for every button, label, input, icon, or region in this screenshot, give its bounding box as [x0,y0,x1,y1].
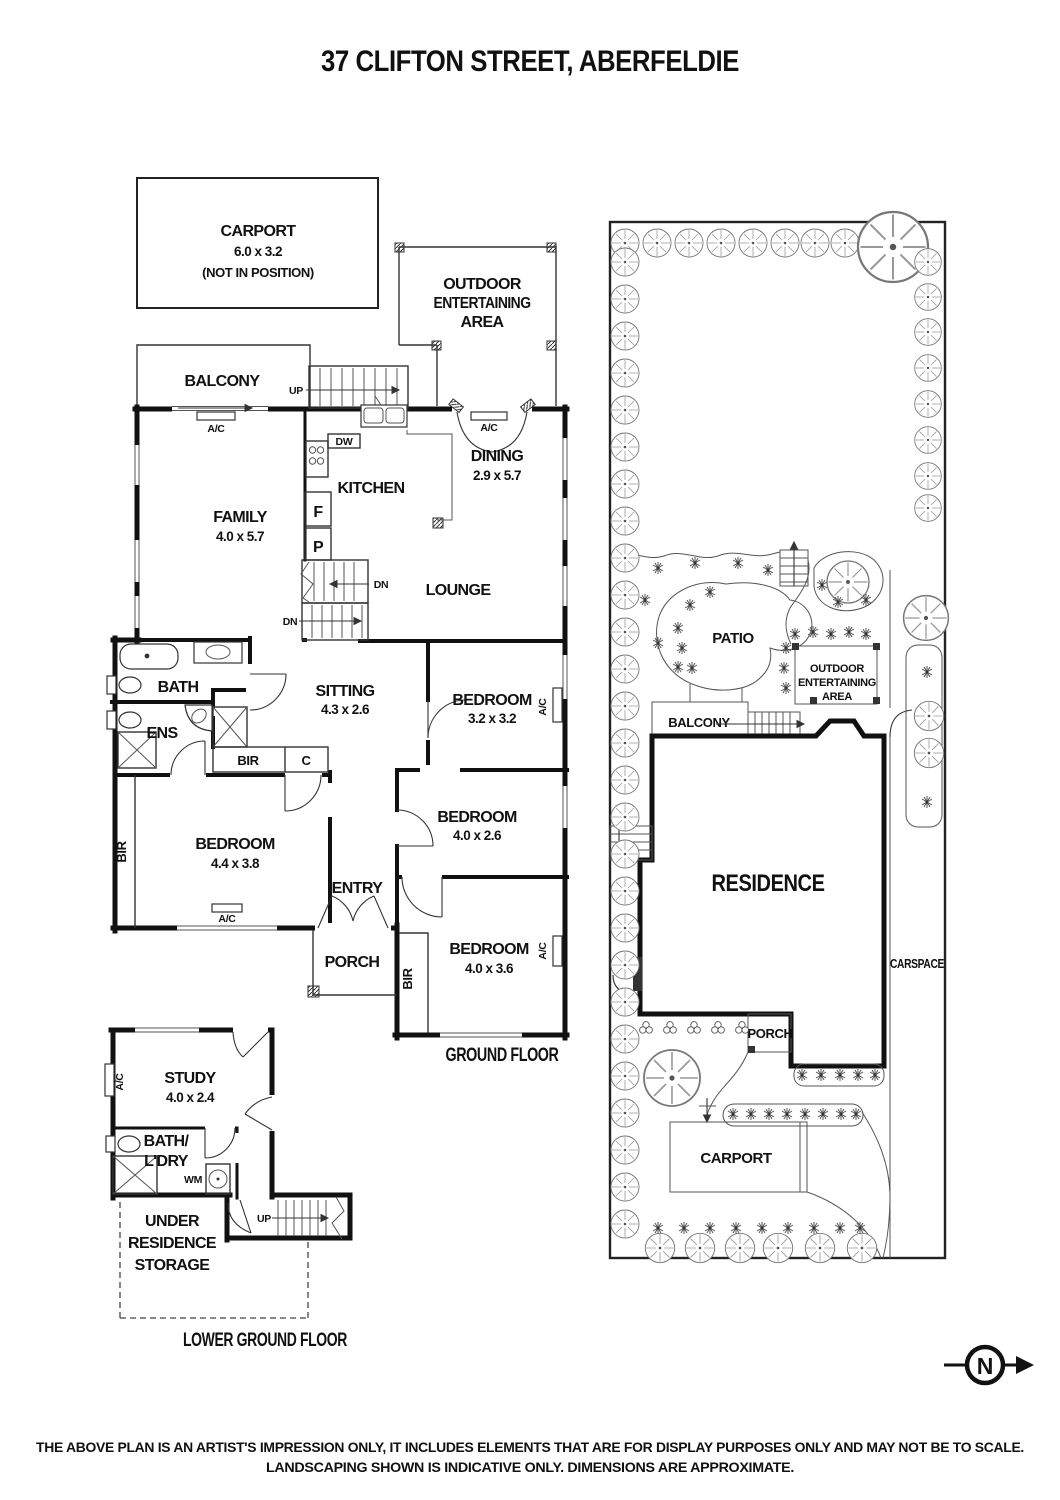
ground-floor-label: GROUND FLOOR [446,1045,560,1066]
storage-label-2: RESIDENCE [128,1235,217,1252]
carport-label: CARPORT [221,223,297,240]
compass-n-label: N [977,1353,994,1379]
wm-label: WM [184,1174,203,1186]
storage-label-1: UNDER [145,1213,200,1230]
ac-label-study: A/C [114,1073,126,1091]
dn-label-2: DN [283,616,298,628]
patio-label: PATIO [712,630,754,647]
ground-floor-plan: CARPORT 6.0 x 3.2 (NOT IN POSITION) OUTD… [106,177,570,1066]
balcony: BALCONY [136,344,311,408]
site-carport: CARPORT [669,1121,808,1193]
family-label: FAMILY [213,509,268,526]
bedroom4-label: BEDROOM [449,941,529,958]
site-porch-label: PORCH [748,1026,793,1041]
closet-label: C [302,753,312,768]
bedroom4-dims: 4.0 x 3.6 [465,961,514,976]
garden-lines [611,551,891,1259]
disclaimer-line-2: LANDSCAPING SHOWN IS INDICATIVE ONLY. DI… [266,1459,794,1475]
oea-label-1: OUTDOOR [443,276,522,293]
kitchen-fixtures: DW F P [303,395,453,562]
disclaimer: THE ABOVE PLAN IS AN ARTIST'S IMPRESSION… [36,1439,1024,1475]
porch-label: PORCH [325,954,380,971]
lower-ground-floor-plan: A/C WM UP STUDY 4.0 x 2.4 BATH/ L'DRY UN… [104,1025,353,1351]
bir-label-1: BIR [237,753,259,768]
windows [132,398,570,1040]
outdoor-entertaining-area: OUTDOOR ENTERTAINING AREA [394,242,557,406]
dw-label: DW [336,436,353,448]
carport-note: (NOT IN POSITION) [202,265,314,280]
bedroom2-label: BEDROOM [437,809,517,826]
bath-laundry-label-2: L'DRY [144,1153,189,1170]
up-label: UP [289,385,303,397]
stairs-up: UP [289,365,409,409]
site-balcony: BALCONY [651,701,806,737]
sitting-dims: 4.3 x 2.6 [321,702,370,717]
site-oea-label-3: AREA [822,691,852,703]
bir-label-2: BIR [114,840,129,862]
study-dims: 4.0 x 2.4 [166,1090,215,1105]
family-dims: 4.0 x 5.7 [216,529,264,544]
carport-box: CARPORT 6.0 x 3.2 (NOT IN POSITION) [136,177,379,309]
bedroom1-label: BEDROOM [452,692,532,709]
porch-outline [307,930,429,1033]
bath-laundry-label-1: BATH/ [144,1133,190,1150]
carport-dims: 6.0 x 3.2 [234,244,282,259]
site-carspace: CARSPACE [889,570,945,1258]
pantry-label: P [313,539,324,556]
site-outdoor-entertaining: OUTDOOR ENTERTAINING AREA [792,643,880,705]
oea-label-3: AREA [461,314,505,331]
compass: N [944,1344,1034,1386]
bir-label-3: BIR [400,967,415,989]
ac-label-bedroom1: A/C [537,698,549,716]
site-plan: OUTDOOR ENTERTAINING AREA BALCONY RESIDE… [608,210,950,1264]
bedroom3-label: BEDROOM [195,836,275,853]
site-stairs-top [779,540,809,587]
site-balcony-label: BALCONY [668,715,730,730]
stairs-down: DN DN [283,559,389,641]
study-label: STUDY [164,1070,216,1087]
bedroom2-dims: 4.0 x 2.6 [453,828,502,843]
lower-ground-floor-label: LOWER GROUND FLOOR [183,1330,348,1351]
kitchen-label: KITCHEN [338,480,405,497]
storage-label-3: STORAGE [135,1257,211,1274]
up-label-2: UP [257,1213,271,1225]
ac-label-bedroom3: A/C [218,913,236,925]
dn-label-1: DN [374,579,389,591]
compass-circle [964,1344,1006,1386]
site-oea-label-1: OUTDOOR [810,663,864,675]
fridge-label: F [313,504,323,521]
doors [170,673,467,929]
lounge-label: LOUNGE [426,582,492,599]
dining-dims: 2.9 x 5.7 [473,468,521,483]
hedges [722,1063,885,1127]
site-carport-label: CARPORT [700,1150,772,1167]
site-oea-label-2: ENTERTAINING [798,677,876,689]
ac-label-dining: A/C [480,422,498,434]
ac-label-balcony: A/C [207,423,225,435]
page-title: 37 CLIFTON STREET, ABERFELDIE [321,45,739,78]
residence-label: RESIDENCE [712,870,825,897]
balcony-label: BALCONY [185,373,261,390]
oea-label-2: ENTERTAINING [434,295,531,312]
bedroom1-dims: 3.2 x 3.2 [468,711,516,726]
bath-label: BATH [158,679,199,696]
sitting-label: SITTING [316,683,375,700]
ens-label: ENS [146,725,178,742]
bedroom3-dims: 4.4 x 3.8 [211,856,260,871]
ac-units [196,411,563,967]
disclaimer-line-1: THE ABOVE PLAN IS AN ARTIST'S IMPRESSION… [36,1439,1024,1455]
carspace-label: CARSPACE [890,956,945,971]
site-residence: RESIDENCE PORCH [609,718,887,1069]
bathroom-fixtures [106,641,329,928]
dining-label: DINING [471,448,524,465]
entry-label: ENTRY [332,880,384,897]
ac-label-bedroom4: A/C [537,942,549,960]
compass-arrow-icon [1016,1356,1034,1374]
